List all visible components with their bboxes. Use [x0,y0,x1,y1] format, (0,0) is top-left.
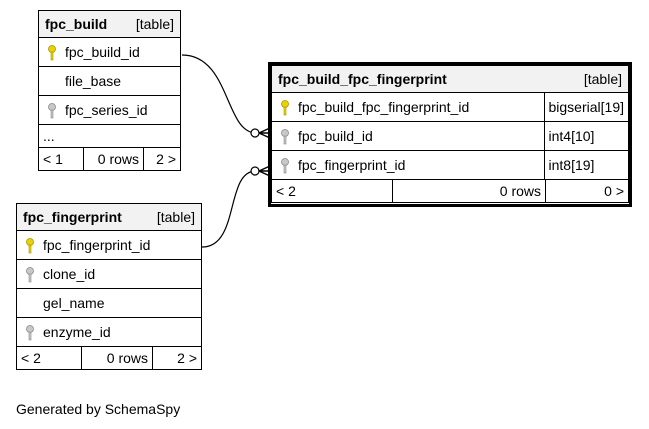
table-fpc-build-fpc-fingerprint[interactable]: fpc_build_fpc_fingerprint [table] fpc_bu… [271,65,629,203]
column-gel-name[interactable]: gel_name [16,288,202,318]
foreign-key-icon [48,103,56,119]
column-name: enzyme_id [43,324,111,340]
table-name: fpc_build_fpc_fingerprint [278,71,447,87]
parents-count: < 2 [276,183,296,199]
primary-key-icon [281,100,289,116]
primary-key-icon [26,238,34,254]
table-tag: [table] [583,71,622,87]
table-header: fpc_build_fpc_fingerprint [table] [271,65,629,93]
column-fpc-fingerprint-id[interactable]: fpc_fingerprint_id [16,230,202,260]
parents-count: < 2 [21,350,41,366]
column-name: fpc_build_fpc_fingerprint_id [298,99,470,115]
column-name: clone_id [43,266,96,282]
column-fpc-fingerprint-id[interactable]: fpc_fingerprint_id [271,150,545,180]
row-count: 0 rows [83,148,144,170]
parents-count: < 1 [43,151,63,167]
table-footer: < 2 0 rows 2 > [16,346,202,370]
table-fpc-fingerprint[interactable]: fpc_fingerprint [table] fpc_fingerprint_… [16,203,202,370]
column-file-base[interactable]: file_base [38,66,181,96]
edge-fpc-build-optional-marker [250,128,260,138]
table-footer: < 2 0 rows 0 > [271,179,629,203]
column-name: fpc_build_id [298,128,373,144]
table-tag: [table] [135,16,174,32]
table-fpc-build[interactable]: fpc_build [table] fpc_build_id file_base… [38,10,181,171]
column-fpc-build-fpc-fingerprint-id[interactable]: fpc_build_fpc_fingerprint_id [271,92,545,122]
column-enzyme-id[interactable]: enzyme_id [16,317,202,347]
table-footer: < 1 0 rows 2 > [38,147,181,171]
edge-fpc-fingerprint-optional-marker [250,166,260,176]
column-type: int8[19] [543,150,629,180]
edge-fpc-fingerprint [201,170,257,248]
children-count: 0 > [604,183,624,199]
table-tag: [table] [156,209,195,225]
row-count: 0 rows [392,180,546,202]
table-name: fpc_build [45,16,108,32]
table-header: fpc_fingerprint [table] [16,203,202,231]
foreign-key-icon [26,325,34,341]
generated-by-label: Generated by SchemaSpy [16,401,181,417]
column-type: int4[10] [543,121,629,151]
column-name: fpc_series_id [65,102,148,118]
foreign-key-icon [26,267,34,283]
column-name: fpc_build_id [65,44,140,60]
column-name: gel_name [43,295,105,311]
foreign-key-icon [281,158,289,174]
table-name: fpc_fingerprint [23,209,122,225]
edge-fpc-build [181,54,257,134]
column-name: fpc_fingerprint_id [298,157,406,173]
column-fpc-build-id[interactable]: fpc_build_id [271,121,545,151]
foreign-key-icon [281,129,289,145]
column-name: fpc_fingerprint_id [43,237,151,253]
column-name: file_base [65,73,122,89]
focus-table-frame [268,62,632,207]
column-fpc-series-id[interactable]: fpc_series_id [38,95,181,125]
row-count: 0 rows [81,347,153,369]
primary-key-icon [48,45,56,61]
children-count: 2 > [177,350,197,366]
children-count: 2 > [156,151,176,167]
more-columns: ... [38,124,181,148]
column-type: bigserial[19] [543,92,629,122]
table-header: fpc_build [table] [38,10,181,38]
column-fpc-build-id[interactable]: fpc_build_id [38,37,181,67]
column-clone-id[interactable]: clone_id [16,259,202,289]
